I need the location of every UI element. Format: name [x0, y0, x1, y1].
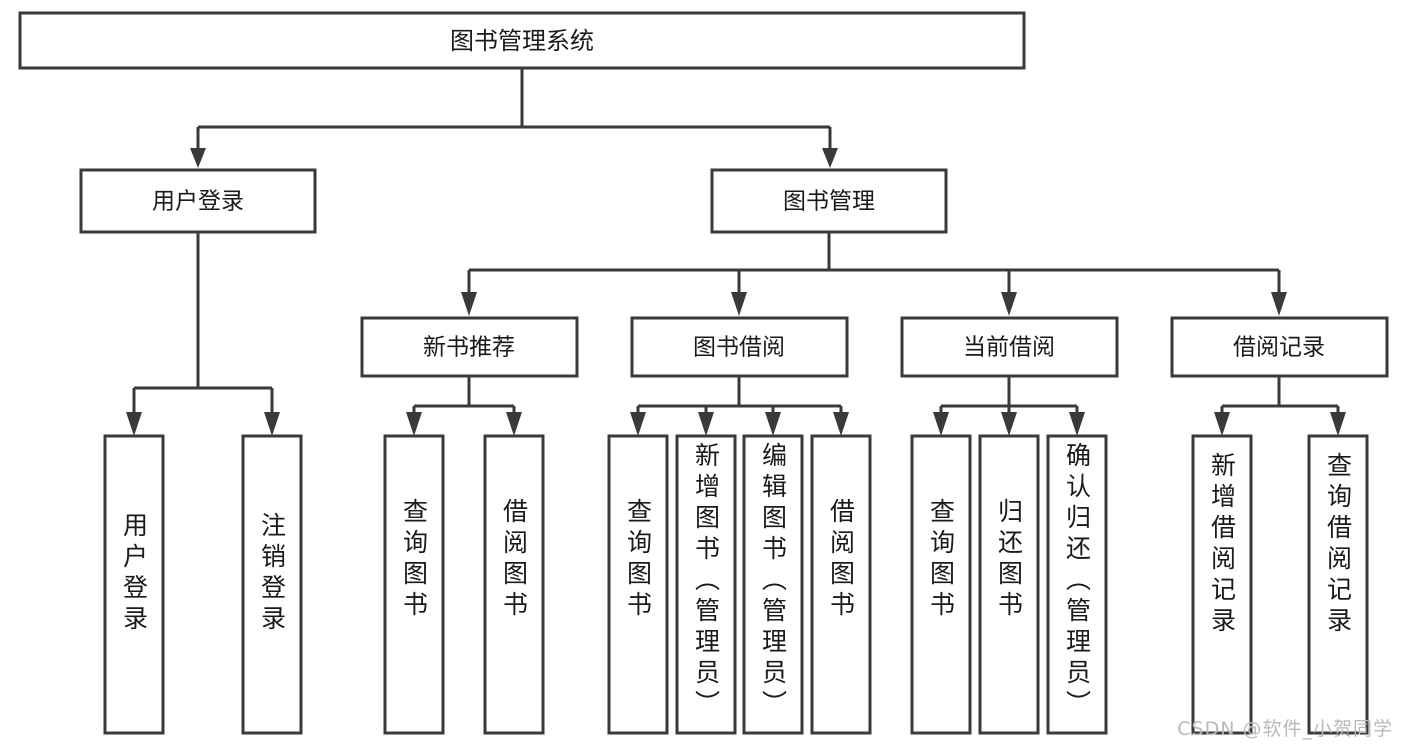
- node-current-borrow-label: 当前借阅: [963, 335, 1055, 361]
- node-new-book-recommend[interactable]: 新书推荐: [360, 316, 579, 378]
- leaf-box-borrow-book-2[interactable]: [810, 434, 872, 735]
- leaf-box-user-login[interactable]: [103, 434, 165, 735]
- node-book-management[interactable]: 图书管理: [710, 168, 948, 234]
- node-current-borrow[interactable]: 当前借阅: [900, 316, 1119, 378]
- leaf-box-query-book-2[interactable]: [607, 434, 669, 735]
- arrow-down-icon: [765, 412, 781, 436]
- node-book-borrow[interactable]: 图书借阅: [630, 316, 849, 378]
- node-book-borrow-label: 图书借阅: [693, 335, 785, 361]
- leaf-box-add-book[interactable]: [675, 434, 737, 735]
- arrow-down-icon: [933, 412, 949, 436]
- leaf-box-query-record[interactable]: [1307, 434, 1369, 735]
- node-book-management-label: 图书管理: [783, 189, 875, 215]
- leaf-box-logout[interactable]: [241, 434, 303, 735]
- node-new-book-recommend-box: [360, 316, 579, 378]
- node-user-login-box: [79, 168, 317, 234]
- leaf-box-add-record[interactable]: [1191, 434, 1253, 735]
- arrow-down-icon: [506, 412, 522, 436]
- connector-book-management-to-level3: [461, 232, 1287, 316]
- connector-current-borrow-to-leaves: [933, 376, 1085, 436]
- node-root-label: 图书管理系统: [450, 27, 594, 55]
- leaf-box-edit-book[interactable]: [742, 434, 804, 735]
- arrow-down-icon: [190, 148, 206, 168]
- node-root[interactable]: 图书管理系统: [18, 11, 1026, 70]
- arrow-down-icon: [731, 292, 747, 316]
- connector-root-to-level2: [190, 68, 838, 168]
- arrow-down-icon: [833, 412, 849, 436]
- arrow-down-icon: [126, 412, 142, 436]
- node-user-login[interactable]: 用户登录: [79, 168, 317, 234]
- connector-user-login-to-leaves: [126, 232, 280, 436]
- leaf-box-return-book[interactable]: [978, 434, 1040, 735]
- arrow-down-icon: [461, 292, 477, 316]
- arrow-down-icon: [1001, 412, 1017, 436]
- arrow-down-icon: [1214, 412, 1230, 436]
- node-user-login-label: 用户登录: [152, 189, 244, 215]
- connector-borrow-record-to-leaves: [1214, 376, 1346, 436]
- leaf-box-query-book-3[interactable]: [910, 434, 972, 735]
- node-root-box: [18, 11, 1026, 70]
- arrow-down-icon: [630, 412, 646, 436]
- csdn-watermark: CSDN @软件_小贺同学: [1177, 718, 1393, 740]
- leaf-box-borrow-book-1[interactable]: [483, 434, 545, 735]
- leaf-box-query-book-1[interactable]: [383, 434, 445, 735]
- arrow-down-icon: [264, 412, 280, 436]
- connector-book-borrow-to-leaves: [630, 376, 849, 436]
- arrow-down-icon: [698, 412, 714, 436]
- connector-new-book-to-leaves: [406, 376, 522, 436]
- arrow-down-icon: [822, 148, 838, 168]
- node-current-borrow-box: [900, 316, 1119, 378]
- leaf-box-confirm-return[interactable]: [1046, 434, 1108, 735]
- arrow-down-icon: [1271, 292, 1287, 316]
- node-borrow-record-label: 借阅记录: [1233, 335, 1325, 361]
- arrow-down-icon: [1069, 412, 1085, 436]
- arrow-down-icon: [1001, 292, 1017, 316]
- node-borrow-record[interactable]: 借阅记录: [1170, 316, 1389, 378]
- arrow-down-icon: [406, 412, 422, 436]
- node-new-book-recommend-label: 新书推荐: [423, 335, 515, 361]
- arrow-down-icon: [1330, 412, 1346, 436]
